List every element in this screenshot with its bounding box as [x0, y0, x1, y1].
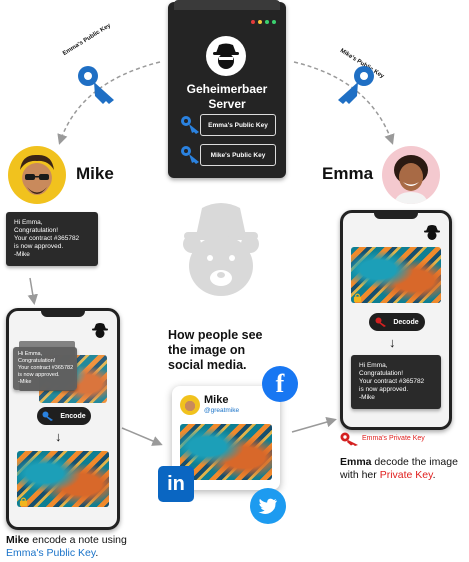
emma-phone: Decode ↓ Hi Emma,Congratulation! Your co…	[340, 210, 452, 430]
mike-caption: Mike encode a note using Emma's Public K…	[6, 534, 127, 559]
arrow-social-to-emma	[291, 417, 337, 433]
red-key-icon	[375, 317, 387, 327]
emma-private-key: Emma's Private Key	[340, 432, 460, 446]
phone-notch	[41, 311, 85, 317]
phone-notch	[374, 213, 418, 219]
emma-private-key-label: Emma's Private Key	[362, 435, 425, 442]
encode-label: Encode	[60, 412, 86, 420]
blue-key-icon	[338, 66, 374, 104]
blue-key-icon	[42, 411, 54, 421]
decode-label: Decode	[393, 318, 419, 326]
post-author-name: Mike	[204, 394, 229, 406]
lock-icon	[19, 497, 28, 506]
server-status-leds	[251, 20, 276, 24]
encode-button[interactable]: Encode	[37, 407, 91, 425]
server-mike-key-label: Mike's Public Key	[200, 144, 276, 166]
emma-name: Emma	[322, 164, 374, 183]
blue-key-icon	[181, 116, 199, 134]
emma-caption: Emma decode the image with her Private K…	[340, 456, 458, 481]
post-author-handle: @greatmike	[204, 407, 240, 414]
post-image	[180, 424, 272, 480]
arrow-message-to-phone	[27, 277, 38, 305]
blue-key-icon	[78, 66, 114, 104]
mike-avatar	[8, 146, 66, 204]
server-title: Geheimerbaer Server	[186, 82, 268, 111]
down-arrow-icon: ↓	[389, 335, 396, 350]
social-media-heading: How people see the image on social media…	[168, 328, 263, 372]
down-arrow-icon: ↓	[55, 429, 62, 444]
geheimerbaer-server: Geheimerbaer Server Emma's Public Key Mi…	[168, 0, 286, 178]
lock-icon	[353, 293, 362, 302]
red-key-icon	[340, 432, 358, 446]
facebook-icon[interactable]: f	[262, 366, 298, 402]
encoded-result-image	[17, 451, 109, 507]
emma-avatar	[382, 146, 440, 204]
received-encoded-image	[351, 247, 441, 303]
server-emma-key-slot: Emma's Public Key	[178, 114, 276, 136]
post-avatar	[180, 395, 200, 415]
server-top-edge	[174, 0, 280, 10]
mike-phone: Hi Emma,Congratulation! Your contract #3…	[6, 308, 120, 530]
decode-button[interactable]: Decode	[369, 313, 425, 331]
spy-bear-watermark-icon	[183, 203, 259, 296]
linkedin-icon[interactable]: in	[158, 466, 194, 502]
twitter-icon[interactable]	[250, 488, 286, 524]
decoded-message: Hi Emma,Congratulation! Your contract #3…	[351, 355, 441, 409]
mike-plain-message: Hi Emma,Congratulation! Your contract #3…	[6, 212, 98, 266]
spy-bear-logo-icon	[206, 36, 246, 76]
spy-bear-icon	[92, 323, 108, 338]
mike-message-in-phone: Hi Emma,Congratulation! Your contract #3…	[13, 347, 77, 390]
spy-bear-icon	[424, 225, 440, 240]
arrow-phone-to-social	[121, 427, 163, 446]
mike-name: Mike	[76, 164, 114, 183]
blue-key-icon	[181, 146, 199, 164]
server-mike-key-slot: Mike's Public Key	[178, 144, 276, 166]
server-emma-key-label: Emma's Public Key	[200, 114, 276, 136]
arrow-server-to-emma	[293, 61, 395, 145]
